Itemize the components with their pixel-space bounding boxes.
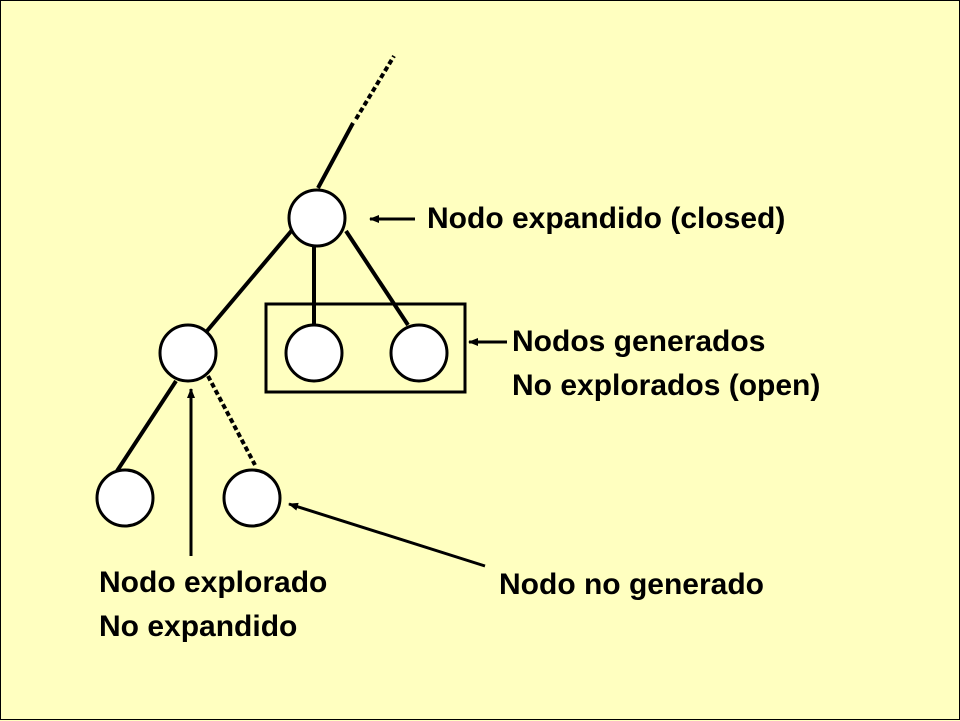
edge-expanded-left	[205, 227, 295, 333]
node-expanded	[287, 188, 347, 248]
label-not-generated: Nodo no generado	[499, 567, 764, 603]
label-explored-line1: Nodo explorado	[99, 566, 328, 599]
node-open-1	[284, 323, 344, 383]
label-expanded: Nodo expandido (closed)	[427, 201, 785, 237]
label-expanded-text: Nodo expandido (closed)	[427, 202, 786, 235]
edge-parent	[316, 122, 355, 189]
arrow-not-generated	[288, 502, 486, 568]
node-not-generated	[222, 468, 282, 528]
label-generated-line2: No explorados (open)	[512, 369, 821, 402]
label-generated-line1: Nodos generados	[512, 325, 766, 358]
edge-explored-left	[115, 379, 178, 473]
node-open-2	[389, 323, 449, 383]
edge-explored-dotted	[206, 375, 257, 466]
edge-parent-dotted	[354, 54, 396, 121]
node-explored	[158, 323, 218, 383]
edge-expanded-right	[344, 229, 410, 327]
open-nodes-box	[264, 302, 467, 394]
label-generated: Nodos generados No explorados (open)	[512, 320, 820, 408]
label-explored: Nodo explorado No expandido	[99, 561, 327, 649]
label-explored-line2: No expandido	[99, 610, 298, 643]
node-leaf-1	[95, 468, 155, 528]
label-not-generated-text: Nodo no generado	[499, 568, 764, 601]
